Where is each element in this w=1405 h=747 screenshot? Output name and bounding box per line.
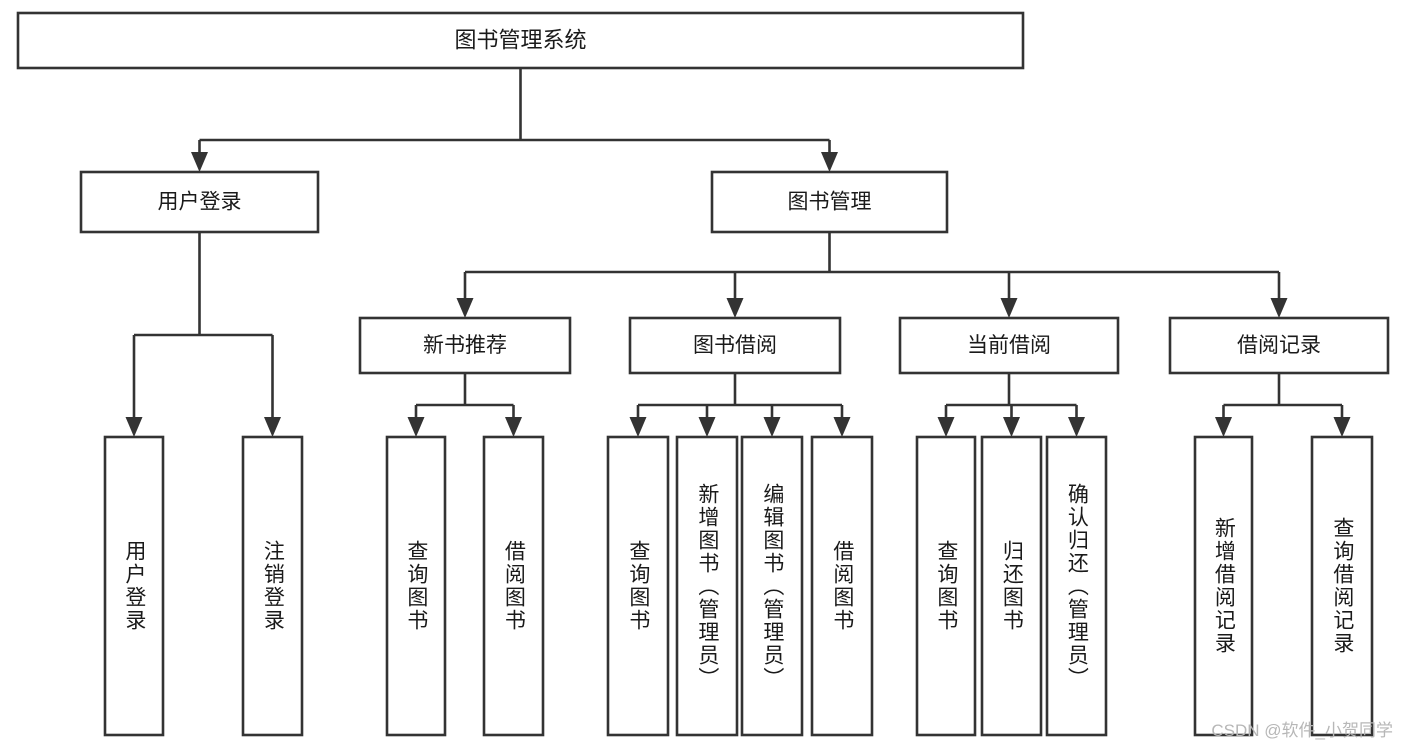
node-new-book-recommend-box[interactable] [358, 316, 572, 375]
leaf-box-layer [103, 435, 1374, 737]
arrow-head-down [505, 417, 522, 437]
arrow-head-down [698, 417, 716, 437]
leaf-logout-login-box[interactable] [241, 435, 304, 737]
node-borrow-record-box[interactable] [1168, 316, 1390, 375]
node-borrow-record-label: 借阅记录 [1237, 334, 1321, 357]
arrow-head-down [1003, 417, 1020, 437]
arrow-head-down [1068, 417, 1085, 437]
arrow-head-down [1333, 417, 1351, 437]
node-new-book-recommend-label: 新书推荐 [423, 334, 507, 357]
arrow-head-down [821, 152, 838, 172]
leaf-borrow-book-rec-box[interactable] [482, 435, 545, 737]
node-book-manage-label: 图书管理 [788, 191, 872, 214]
leaf-user-login-box[interactable] [103, 435, 165, 737]
arrow-head-down [629, 417, 647, 437]
node-user-login-box[interactable] [79, 170, 320, 234]
arrow-head-down [1270, 298, 1288, 318]
leaf-query-book-brw-box[interactable] [606, 435, 670, 737]
node-current-borrow-label: 当前借阅 [967, 334, 1051, 357]
arrow-head-down [763, 417, 781, 437]
node-book-borrow-label: 图书借阅 [693, 334, 777, 357]
leaf-confirm-return-box[interactable] [1045, 435, 1108, 737]
arrow-head-down [937, 417, 955, 437]
arrow-head-down [1215, 417, 1232, 437]
arrow-head-down [125, 417, 143, 437]
node-user-login-label: 用户登录 [158, 191, 242, 214]
arrow-head-down [456, 298, 474, 318]
leaf-query-borrow-rec-box[interactable] [1310, 435, 1374, 737]
node-book-borrow-box[interactable] [628, 316, 842, 375]
node-current-borrow-box[interactable] [898, 316, 1120, 375]
arrow-head-down [1000, 298, 1018, 318]
connector-layer [125, 68, 1351, 437]
arrow-head-down [726, 298, 744, 318]
leaf-add-book-box[interactable] [675, 435, 739, 737]
node-book-manage-box[interactable] [710, 170, 949, 234]
arrow-head-down [407, 417, 425, 437]
leaf-add-borrow-rec-box[interactable] [1193, 435, 1254, 737]
node-root-label: 图书管理系统 [454, 27, 586, 52]
arrow-head-down [264, 417, 281, 437]
leaf-return-book-box[interactable] [980, 435, 1043, 737]
leaf-query-book-rec-box[interactable] [385, 435, 447, 737]
node-root-box[interactable] [16, 11, 1025, 70]
leaf-borrow-book-brw-box[interactable] [810, 435, 874, 737]
leaf-edit-book-box[interactable] [740, 435, 804, 737]
arrow-head-down [191, 152, 208, 172]
arrow-head-down [833, 417, 851, 437]
leaf-query-book-cur-box[interactable] [915, 435, 977, 737]
